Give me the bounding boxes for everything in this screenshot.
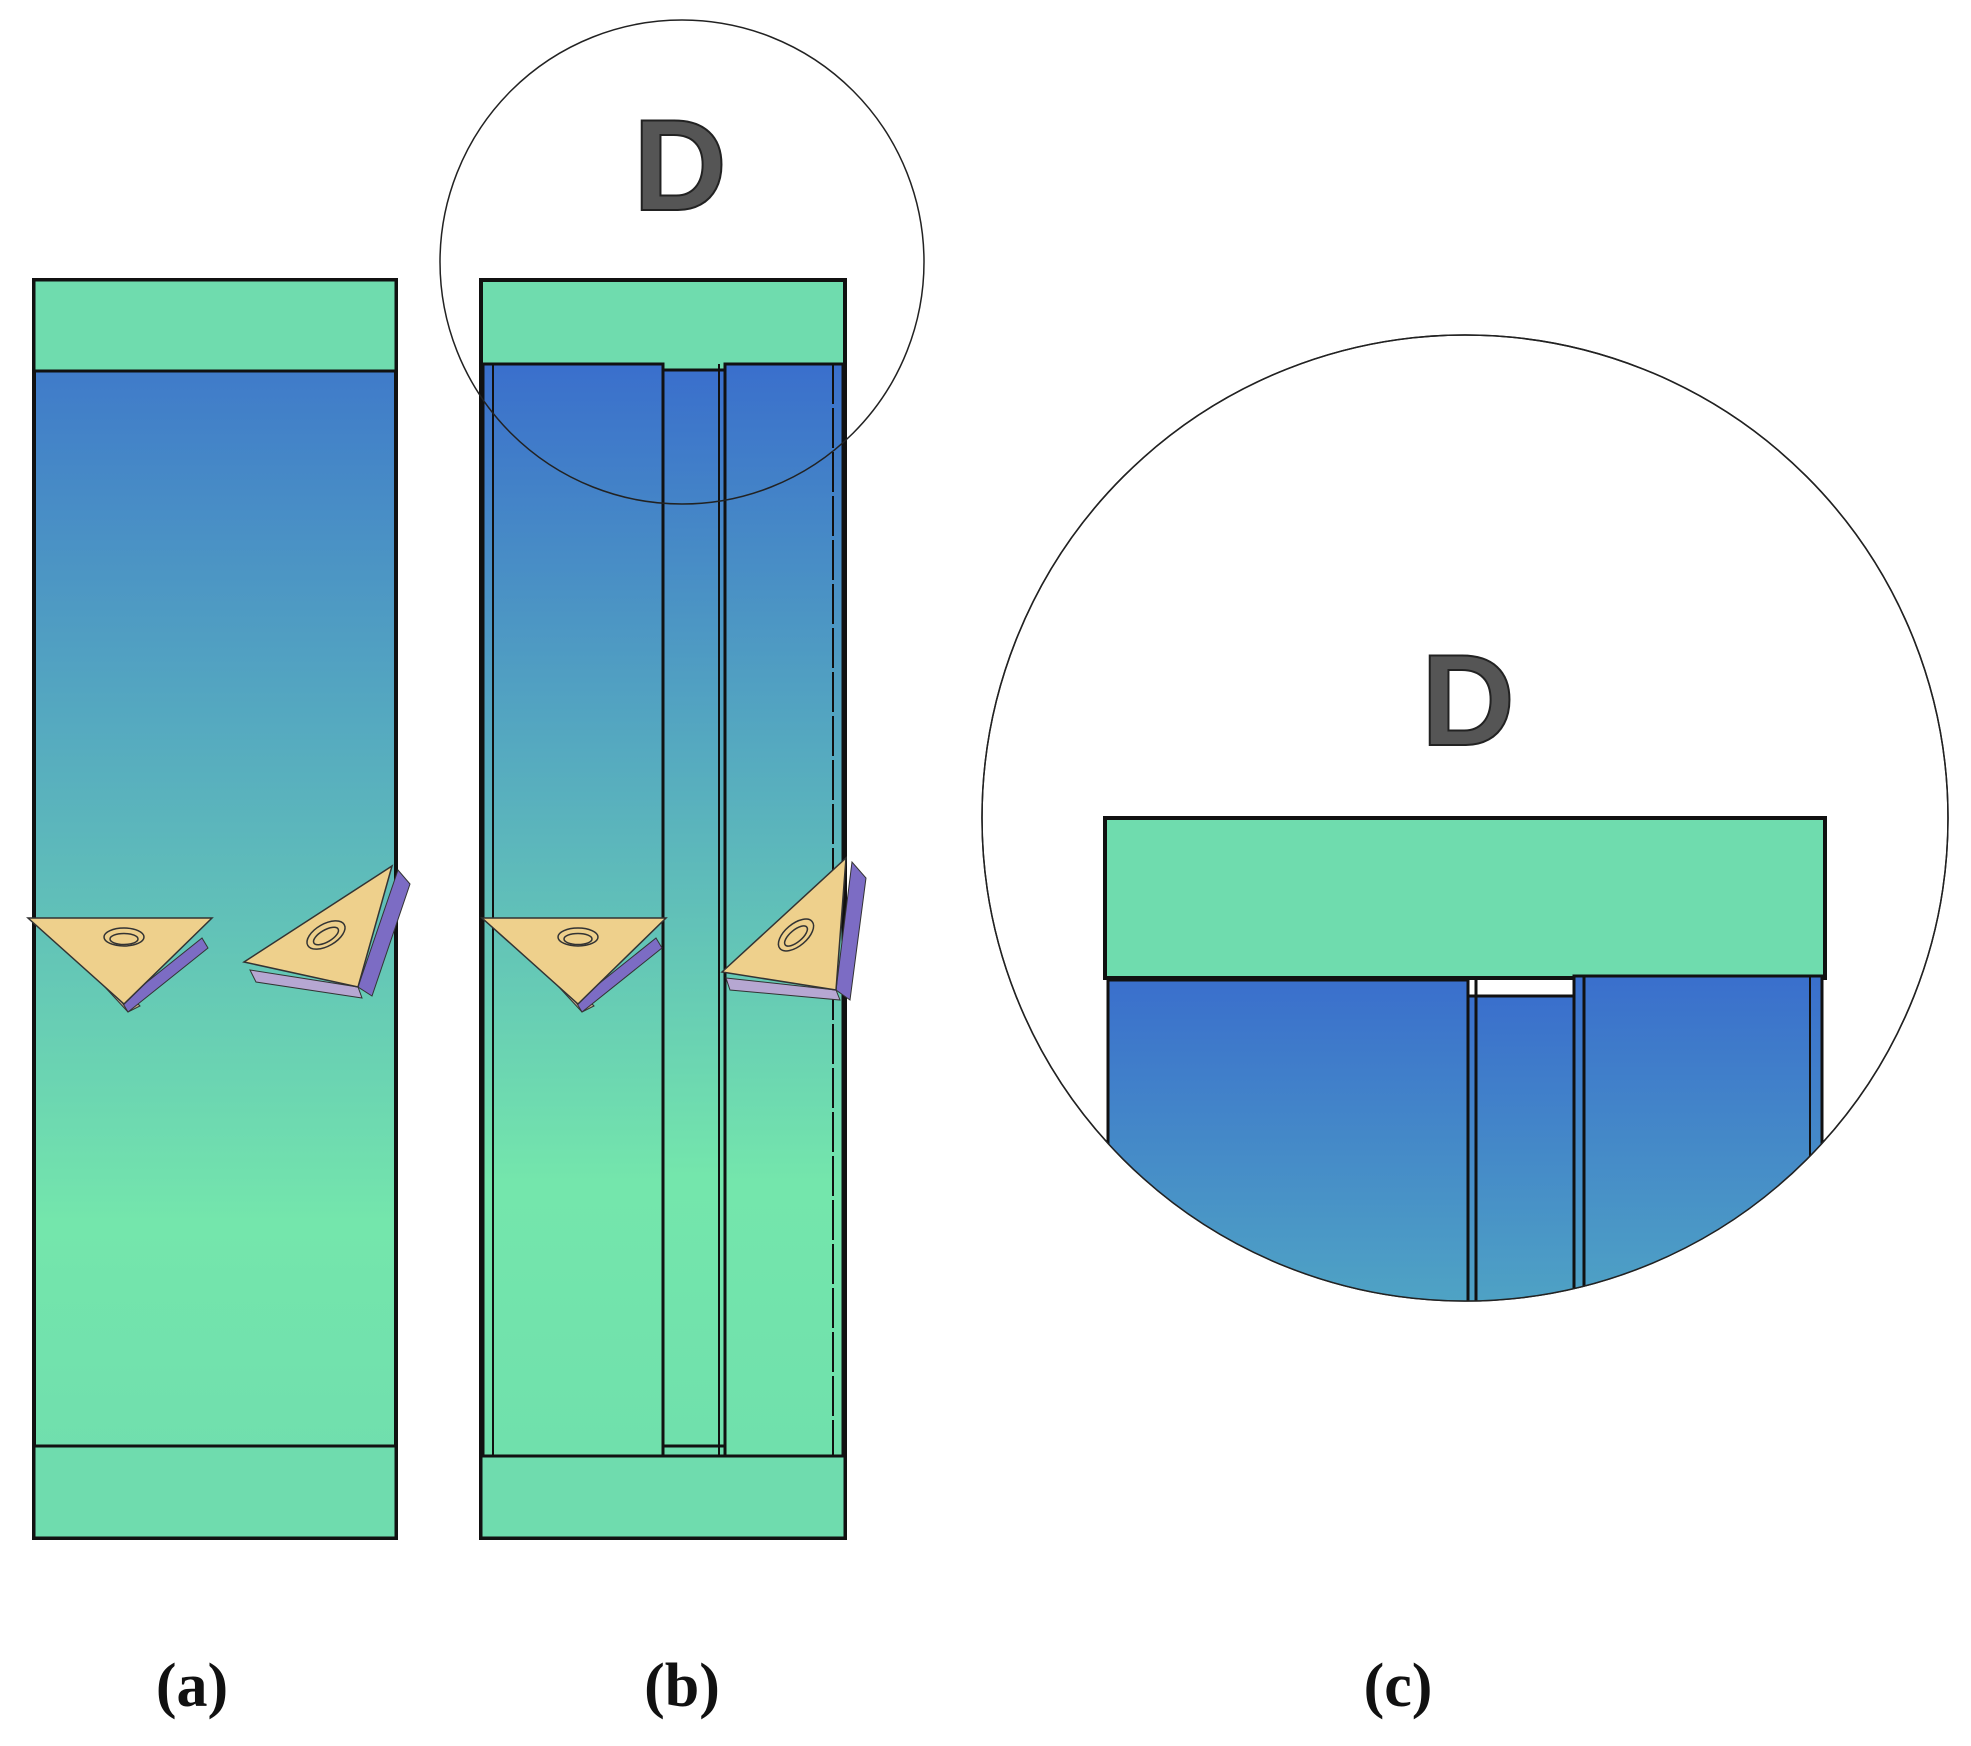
workpiece-b-bottom-band <box>479 1454 847 1540</box>
panel-label-c: (c) <box>1364 1652 1433 1720</box>
detail-top-band <box>1103 816 1827 980</box>
detail-circle-d <box>439 19 925 505</box>
triangular-insert-icon <box>242 864 411 999</box>
panel-b: D <box>439 19 925 1540</box>
panel-a <box>26 278 411 1540</box>
triangular-insert-icon <box>26 917 214 1013</box>
triangular-insert-icon <box>480 917 668 1013</box>
detail-strip-right <box>1572 974 1824 1301</box>
strip-b-left <box>481 362 665 1458</box>
detail-strip-middle <box>1466 994 1576 1301</box>
detail-view-title-d: D <box>1421 627 1515 773</box>
panel-label-b: (b) <box>644 1652 720 1720</box>
strip-b-middle <box>661 368 727 1448</box>
workpiece-a-bottom-band <box>32 1444 398 1540</box>
detail-marker-d: D <box>633 92 727 238</box>
detail-strip-left <box>1106 978 1470 1301</box>
panel-label-a: (a) <box>156 1652 228 1720</box>
triangular-insert-icon <box>720 856 867 1001</box>
panel-c: D <box>981 334 1949 1302</box>
workpiece-a-top-band <box>32 278 398 373</box>
